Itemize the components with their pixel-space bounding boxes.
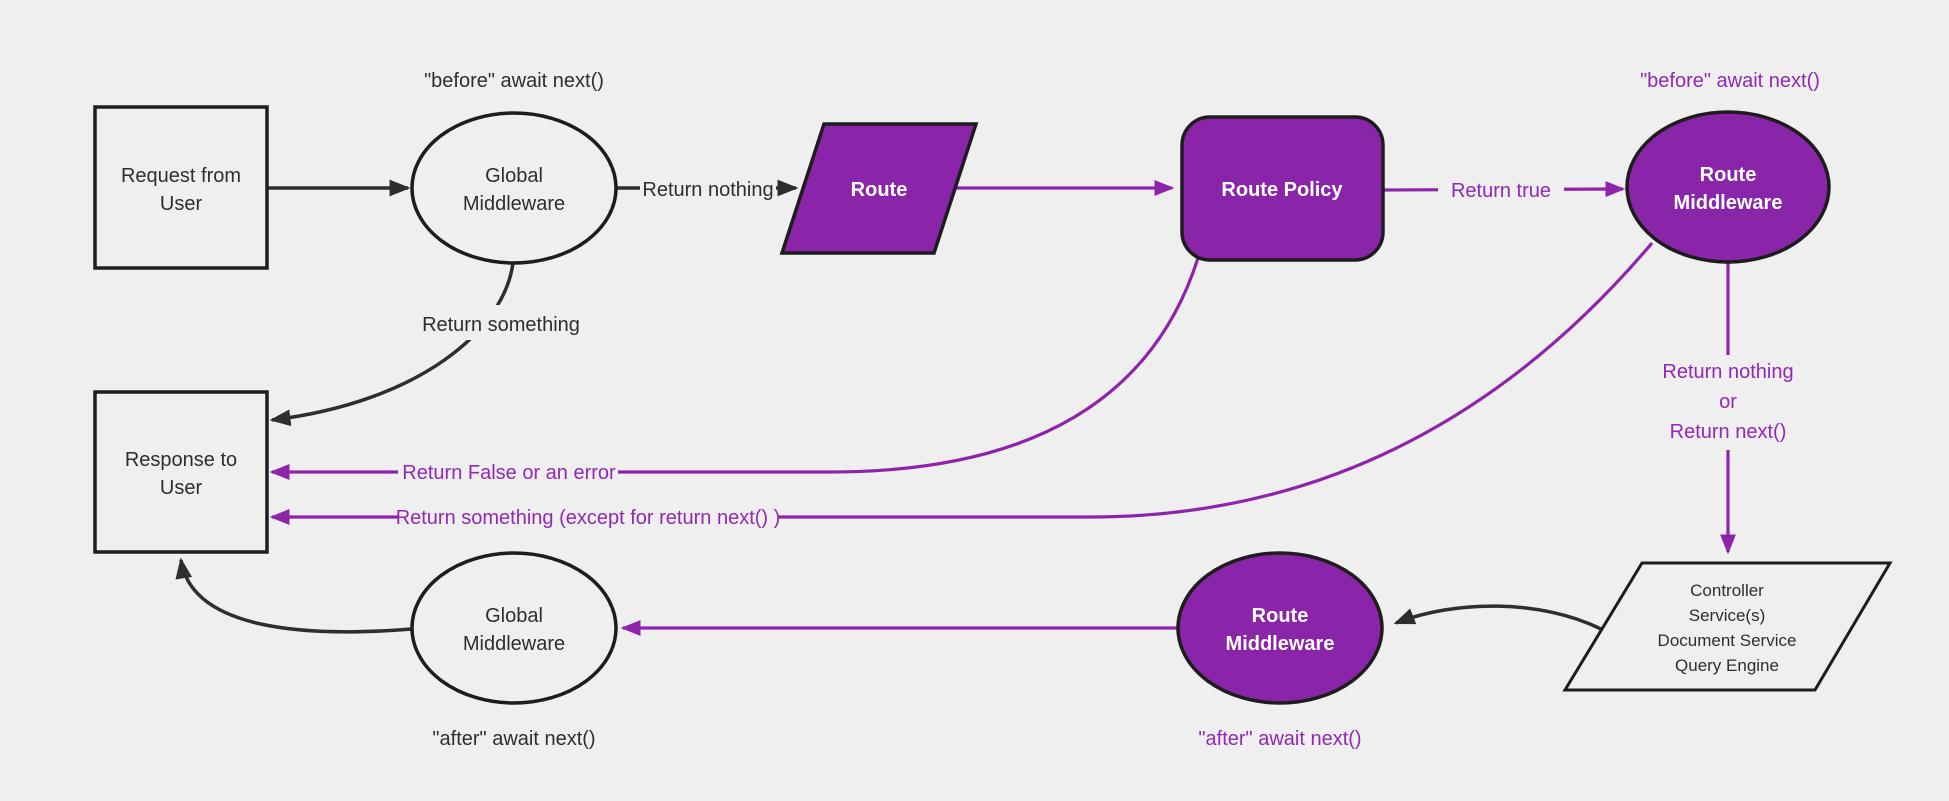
label-return-nothing-or-next-line1: Return nothing (1662, 361, 1793, 383)
label-return-nothing-or-next-line3: Return next() (1670, 421, 1787, 443)
response-to-user-shape (93, 390, 269, 554)
label-return-something: Return something (422, 314, 580, 336)
response-to-user-label: Response to (125, 449, 237, 471)
label-return-nothing: Return nothing (642, 179, 773, 201)
node-global-middleware-bottom: Global Middleware (410, 551, 618, 705)
edge-services-to-route-mw-after (1393, 604, 1602, 631)
route-middleware-top-label: Route (1700, 164, 1757, 186)
node-controller-services: Controller Service(s) Document Service Q… (1562, 561, 1893, 692)
controller-services-label: Document Service (1658, 631, 1797, 650)
global-middleware-bottom-label: Middleware (463, 633, 565, 655)
global-middleware-top-shape (410, 111, 618, 265)
node-request-from-user: Request from User (93, 105, 269, 270)
label-plate (398, 501, 778, 533)
label-after-await-global: "after" await next() (432, 728, 595, 750)
global-middleware-bottom-label: Global (485, 605, 543, 627)
label-plate (640, 173, 776, 206)
label-plate (402, 305, 600, 340)
controller-services-label: Service(s) (1689, 606, 1766, 625)
request-from-user-shape (93, 105, 269, 270)
global-middleware-top-label: Global (485, 165, 543, 187)
route-middleware-bottom-label: Route (1252, 605, 1309, 627)
edge-global-mw-after-to-response (175, 557, 413, 634)
route-middleware-bottom-shape (1176, 551, 1384, 705)
label-after-await-route: "after" await next() (1198, 728, 1361, 750)
response-to-user-label: User (160, 477, 203, 499)
controller-services-label: Query Engine (1675, 656, 1779, 675)
route-policy-label: Route Policy (1221, 179, 1343, 201)
edge-route-policy-to-response (269, 257, 1200, 480)
label-return-something-except: Return something (except for return next… (396, 507, 781, 529)
request-from-user-label: User (160, 193, 203, 215)
label-return-false-or-error: Return False or an error (402, 462, 616, 484)
node-route-middleware-top: Route Middleware (1625, 110, 1831, 264)
label-return-nothing-or-next-line2: or (1719, 391, 1737, 413)
route-policy-shape (1180, 115, 1385, 262)
label-return-true: Return true (1451, 180, 1551, 202)
node-route-policy: Route Policy (1180, 115, 1385, 262)
node-route: Route (779, 122, 979, 255)
controller-services-label: Controller (1690, 581, 1764, 600)
route-shape (779, 122, 979, 255)
request-from-user-label: Request from (121, 165, 241, 187)
controller-services-shape (1562, 561, 1893, 692)
node-route-middleware-bottom: Route Middleware (1176, 551, 1384, 705)
route-middleware-bottom-label: Middleware (1226, 633, 1335, 655)
global-middleware-bottom-shape (410, 551, 618, 705)
label-plate (398, 456, 618, 488)
label-plate (1438, 174, 1564, 206)
route-middleware-top-label: Middleware (1674, 192, 1783, 214)
label-plate (1635, 355, 1821, 450)
label-before-await-global: "before" await next() (424, 70, 604, 92)
edge-global-mw-to-response (269, 262, 515, 427)
label-before-await-route: "before" await next() (1640, 70, 1820, 92)
node-global-middleware-top: Global Middleware (410, 111, 618, 265)
global-middleware-top-label: Middleware (463, 193, 565, 215)
route-label: Route (851, 179, 908, 201)
node-response-to-user: Response to User (93, 390, 269, 554)
route-middleware-top-shape (1625, 110, 1831, 264)
edge-route-mw-to-response (269, 241, 1654, 525)
